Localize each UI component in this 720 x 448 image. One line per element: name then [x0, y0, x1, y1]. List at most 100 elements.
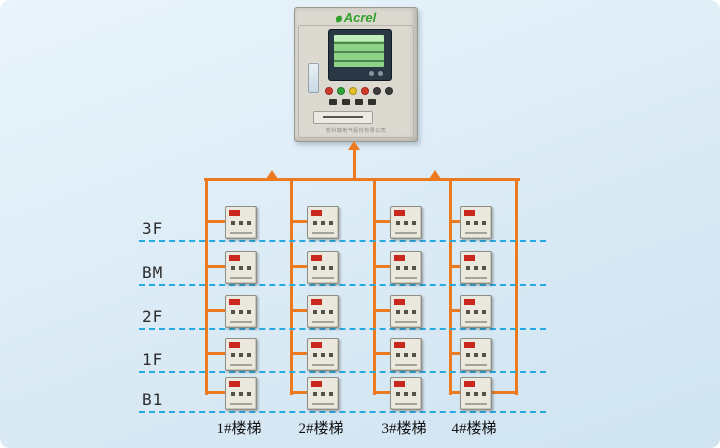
device-key [231, 392, 235, 396]
device-unit [390, 251, 422, 284]
acrel-leaf-icon [335, 15, 343, 23]
device-brand-chip [229, 381, 240, 387]
device-stub [290, 309, 307, 312]
fault-led [349, 87, 357, 95]
loop-return-line [515, 178, 518, 395]
device-key [404, 310, 408, 314]
device-brand-chip [464, 210, 475, 216]
device-key [466, 353, 470, 357]
device-unit [307, 206, 339, 239]
device-key [396, 266, 400, 270]
device-brand-chip [394, 210, 405, 216]
device-brand-chip [311, 299, 322, 305]
device-key [231, 310, 235, 314]
floor-label: 1F [142, 350, 164, 369]
device-unit [225, 295, 257, 328]
indicator-tube [308, 63, 319, 93]
device-unit [460, 295, 492, 328]
device-stub [373, 220, 390, 223]
device-stub [290, 265, 307, 268]
device-stub [373, 352, 390, 355]
floor-divider-line [139, 328, 546, 330]
device-key [239, 310, 243, 314]
stair-label: 3#楼梯 [381, 421, 427, 437]
stair-label: 1#楼梯 [216, 421, 262, 437]
floor-label: 3F [142, 219, 164, 238]
device-terminal-strip [465, 277, 487, 279]
device-terminal-strip [395, 321, 417, 323]
device-unit [307, 377, 339, 410]
device-key [482, 353, 486, 357]
bus-line [204, 178, 520, 181]
device-key [474, 392, 478, 396]
device-key [321, 310, 325, 314]
floor-label: BM [142, 263, 164, 282]
column-line [373, 178, 376, 395]
riser-line [353, 150, 356, 181]
device-key [404, 221, 408, 225]
device-key [482, 221, 486, 225]
floor-divider-line [139, 371, 546, 373]
device-brand-chip [464, 299, 475, 305]
device-terminal-strip [465, 232, 487, 234]
device-stub [205, 265, 225, 268]
floor-divider-line [139, 284, 546, 286]
device-key [329, 266, 333, 270]
device-key [321, 353, 325, 357]
key-led [373, 87, 381, 95]
device-key [247, 353, 251, 357]
device-brand-chip [229, 255, 240, 261]
floor-divider-line [139, 411, 546, 413]
device-terminal-strip [465, 321, 487, 323]
device-stub [205, 309, 225, 312]
device-key [329, 221, 333, 225]
device-key [321, 392, 325, 396]
device-key [396, 353, 400, 357]
floor-label: 2F [142, 307, 164, 326]
key-led [385, 87, 393, 95]
bus-direction-arrow-icon [429, 170, 441, 179]
device-key [396, 310, 400, 314]
device-key [313, 221, 317, 225]
device-key [247, 310, 251, 314]
device-key [321, 266, 325, 270]
riser-arrow-icon [348, 141, 360, 150]
device-key [231, 266, 235, 270]
device-key [247, 221, 251, 225]
monitor-cabinet: Acrel 安科瑞电气股份有限公司 [294, 7, 418, 142]
device-stub [373, 309, 390, 312]
device-brand-chip [229, 299, 240, 305]
device-key [239, 392, 243, 396]
device-brand-chip [464, 255, 475, 261]
device-key [404, 392, 408, 396]
device-brand-chip [311, 210, 322, 216]
device-key [412, 353, 416, 357]
device-key [239, 266, 243, 270]
device-unit [460, 338, 492, 371]
device-stub [373, 391, 390, 394]
device-terminal-strip [312, 277, 334, 279]
device-terminal-strip [395, 403, 417, 405]
device-stub [449, 309, 460, 312]
device-key [466, 392, 470, 396]
device-key [412, 310, 416, 314]
membrane-key-row [329, 99, 376, 105]
device-unit [390, 206, 422, 239]
device-key [466, 310, 470, 314]
device-terminal-strip [312, 364, 334, 366]
device-stub [449, 391, 460, 394]
device-unit [225, 377, 257, 410]
device-stub [373, 265, 390, 268]
membrane-key [355, 99, 363, 105]
device-terminal-strip [395, 364, 417, 366]
device-key [482, 266, 486, 270]
device-key [239, 353, 243, 357]
device-brand-chip [394, 342, 405, 348]
membrane-key [368, 99, 376, 105]
device-key [329, 310, 333, 314]
device-key [482, 392, 486, 396]
device-key [396, 221, 400, 225]
device-terminal-strip [465, 403, 487, 405]
device-key [412, 266, 416, 270]
